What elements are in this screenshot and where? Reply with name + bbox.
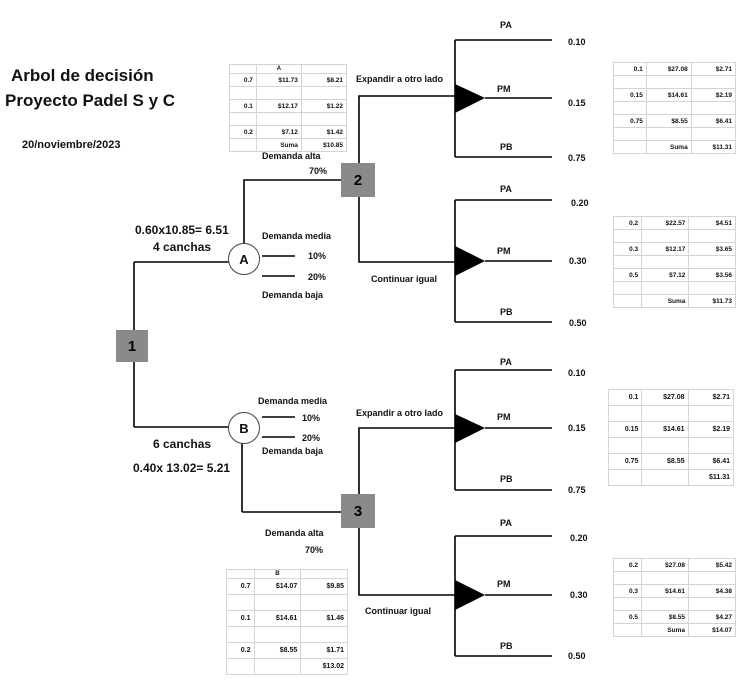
prob-g2-pm: 0.30 <box>569 256 587 266</box>
demand-baja-label-b: Demanda baja <box>262 446 324 456</box>
prob-g3-pm: 0.15 <box>568 423 586 433</box>
expected-value-table-b: B 0.7$14.07$9.85 0.1$14.61$1.46 0.2$8.55… <box>226 569 348 675</box>
prob-g4-pb: 0.50 <box>568 651 586 661</box>
outcome-pb-4: PB <box>500 641 513 651</box>
prob-g1-pm: 0.15 <box>568 98 586 108</box>
outcome-pm-4: PM <box>497 579 511 589</box>
table-row: 0.7$14.07$9.85 <box>226 578 348 595</box>
option-b-courts: 6 canchas <box>153 437 212 451</box>
table-a-header: A <box>255 64 302 74</box>
outcome-pa-3: PA <box>500 357 512 367</box>
diagram-date: 20/noviembre/2023 <box>22 139 121 151</box>
prob-g1-pb: 0.75 <box>568 153 586 163</box>
table-row: 0.1$12.17$1.22 <box>229 99 348 113</box>
outcome-pa-2: PA <box>500 184 512 194</box>
prob-g3-pb: 0.75 <box>568 485 586 495</box>
expand-label-2: Expandir a otro lado <box>356 408 444 418</box>
table-row: 0.5$8.55$4.27 <box>612 610 736 624</box>
demand-baja-label-a: Demanda baja <box>262 290 324 300</box>
prob-g2-pb: 0.50 <box>569 318 587 328</box>
table-row: 0.2$27.08$5.42 <box>612 558 736 572</box>
diagram-title: Arbol de decisión <box>11 66 154 85</box>
chance-triangle-4 <box>455 580 485 610</box>
expected-value-table-expand-b: 0.1$27.08$2.71 0.15$14.61$2.19 0.75$8.55… <box>607 389 735 486</box>
diagram-subtitle: Proyecto Padel S y C <box>5 91 176 110</box>
table-sum-row: Suma$11.73 <box>612 294 736 308</box>
outcome-pa-1: PA <box>500 20 512 30</box>
decision-node-3: 3 <box>341 494 375 528</box>
demand-alta-prob-a: 70% <box>309 166 328 176</box>
prob-g4-pm: 0.30 <box>570 590 588 600</box>
demand-baja-prob-b: 20% <box>302 433 321 443</box>
table-sum-row: $13.02 <box>226 658 348 675</box>
outcome-pm-3: PM <box>497 412 511 422</box>
chance-node-b: B <box>228 412 260 444</box>
option-a-calc: 0.60x10.85= 6.51 <box>135 223 229 237</box>
table-row: 0.75$8.55$6.41 <box>607 453 735 470</box>
table-row: 0.15$14.61$2.19 <box>607 421 735 438</box>
table-row: 0.1$27.08$2.71 <box>607 389 735 406</box>
demand-media-prob-a: 10% <box>308 251 327 261</box>
table-row: 0.5$7.12$3.56 <box>612 268 736 282</box>
expected-value-table-expand-a: 0.1$27.08$2.71 0.15$14.61$2.19 0.75$8.55… <box>613 62 737 154</box>
table-row: 0.7$11.73$8.21 <box>229 73 348 87</box>
table-sum-row: Suma$11.31 <box>613 140 737 154</box>
table-row: 0.1$14.61$1.46 <box>226 610 348 627</box>
prob-g4-pa: 0.20 <box>570 533 588 543</box>
prob-g1-pa: 0.10 <box>568 37 586 47</box>
demand-alta-label-b: Demanda alta <box>265 528 324 538</box>
expected-value-table-a: A 0.7$11.73$8.21 0.1$12.17$1.22 0.2$7.12… <box>229 64 348 152</box>
table-sum-row: $11.31 <box>607 469 735 486</box>
expected-value-table-keep-a: 0.2$22.57$4.51 0.3$12.17$3.65 0.5$7.12$3… <box>612 216 736 308</box>
option-a-courts: 4 canchas <box>153 240 212 254</box>
demand-baja-prob-a: 20% <box>308 272 327 282</box>
table-row: 0.2$8.55$1.71 <box>226 642 348 659</box>
table-sum-row: Suma$14.07 <box>612 623 736 637</box>
table-sum-row: Suma$10.85 <box>229 138 348 152</box>
option-b-calc: 0.40x 13.02= 5.21 <box>133 461 231 475</box>
chance-triangle-3 <box>455 414 485 443</box>
chance-triangle-2 <box>455 246 485 276</box>
keep-label-2: Continuar igual <box>365 606 431 616</box>
outcome-pb-2: PB <box>500 307 513 317</box>
demand-media-prob-b: 10% <box>302 413 321 423</box>
prob-g3-pa: 0.10 <box>568 368 586 378</box>
expected-value-table-keep-b: 0.2$27.08$5.42 0.3$14.61$4.38 0.5$8.55$4… <box>612 558 736 637</box>
chance-node-a: A <box>228 243 260 275</box>
expand-label-1: Expandir a otro lado <box>356 74 444 84</box>
demand-alta-prob-b: 70% <box>305 545 324 555</box>
table-row: 0.2$7.12$1.42 <box>229 125 348 139</box>
outcome-pa-4: PA <box>500 518 512 528</box>
outcome-pm-2: PM <box>497 246 511 256</box>
table-row: 0.3$12.17$3.65 <box>612 242 736 256</box>
outcome-pb-1: PB <box>500 142 513 152</box>
table-row: 0.75$8.55$6.41 <box>613 114 737 128</box>
table-b-header: B <box>253 569 302 579</box>
chance-triangle-1 <box>455 84 485 113</box>
keep-label-1: Continuar igual <box>371 274 437 284</box>
outcome-pb-3: PB <box>500 474 513 484</box>
decision-node-2: 2 <box>341 163 375 197</box>
table-row: 0.1$27.08$2.71 <box>613 62 737 76</box>
outcome-pm-1: PM <box>497 84 511 94</box>
table-row: 0.3$14.61$4.38 <box>612 584 736 598</box>
decision-node-1: 1 <box>116 330 148 362</box>
demand-media-label-b: Demanda media <box>258 396 328 406</box>
demand-media-label-a: Demanda media <box>262 231 332 241</box>
prob-g2-pa: 0.20 <box>571 198 589 208</box>
table-row: 0.2$22.57$4.51 <box>612 216 736 230</box>
table-row: 0.15$14.61$2.19 <box>613 88 737 102</box>
demand-alta-label-a: Demanda alta <box>262 151 321 161</box>
